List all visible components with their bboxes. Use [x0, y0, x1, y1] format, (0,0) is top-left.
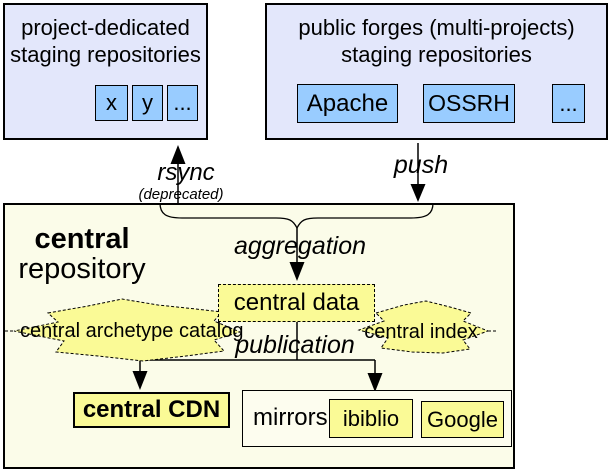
central-cdn-node: central CDN — [73, 392, 230, 428]
central-repository-title: central repository — [8, 224, 156, 284]
staging-repo-y: y — [132, 85, 163, 121]
public-forges-title-line2: staging repositories — [341, 42, 532, 67]
aggregation-label: aggregation — [233, 232, 367, 260]
mirror-google: Google — [421, 401, 504, 438]
mirrors-group: mirrors ibiblio Google — [242, 390, 512, 447]
public-forges-title: public forges (multi-projects) staging r… — [265, 14, 608, 68]
staging-repo-more: ... — [167, 85, 198, 121]
push-label: push — [393, 151, 449, 179]
publication-label: publication — [235, 331, 355, 359]
forge-ossrh: OSSRH — [423, 84, 515, 123]
central-index-label: central index — [364, 321, 478, 343]
central-data-node: central data — [218, 284, 375, 322]
forge-more: ... — [552, 84, 585, 123]
project-staging-title-line2: staging repositories — [10, 42, 201, 67]
mirror-ibiblio: ibiblio — [329, 399, 413, 438]
staging-repo-x: x — [95, 85, 128, 121]
rsync-label: rsync — [157, 159, 215, 186]
public-forges-title-line1: public forges (multi-projects) — [298, 15, 575, 40]
forge-apache: Apache — [297, 84, 398, 123]
rsync-deprecated-note: (deprecated) — [138, 186, 224, 203]
project-staging-title-line1: project-dedicated — [21, 15, 190, 40]
archetype-catalog-label: central archetype catalog — [20, 320, 244, 342]
project-staging-title: project-dedicated staging repositories — [3, 14, 208, 68]
central-repository-title-rest: repository — [18, 253, 146, 285]
mirrors-label: mirrors — [253, 404, 328, 431]
central-repository-title-bold: central — [34, 223, 130, 255]
